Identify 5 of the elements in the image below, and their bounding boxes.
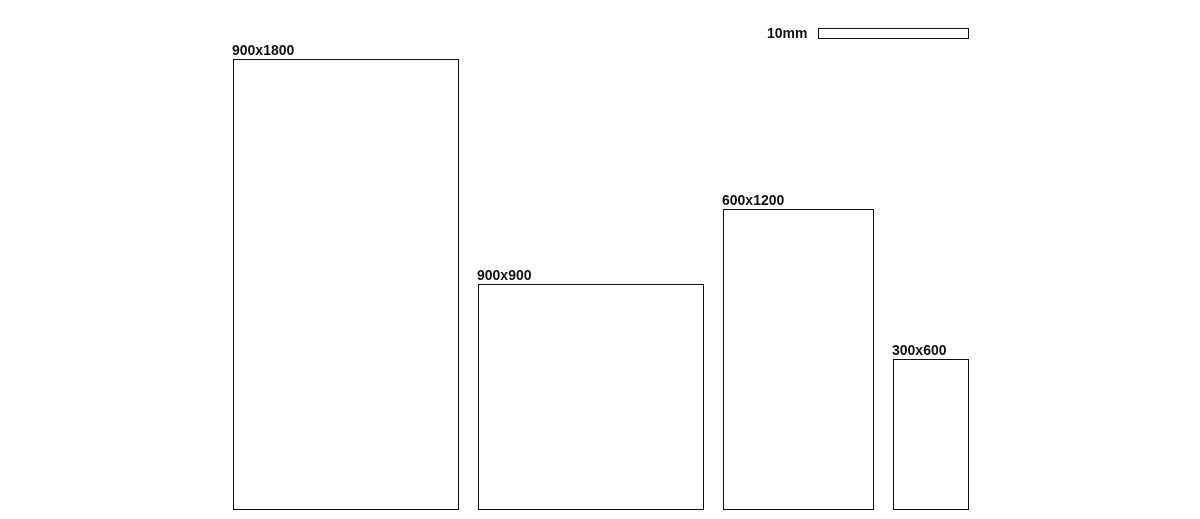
size-label: 600x1200 (722, 191, 786, 209)
size-label: 300x600 (892, 341, 948, 359)
scale-label: 10mm (767, 24, 808, 42)
size-label: 900x900 (477, 266, 533, 284)
size-label: 900x1800 (232, 41, 296, 59)
